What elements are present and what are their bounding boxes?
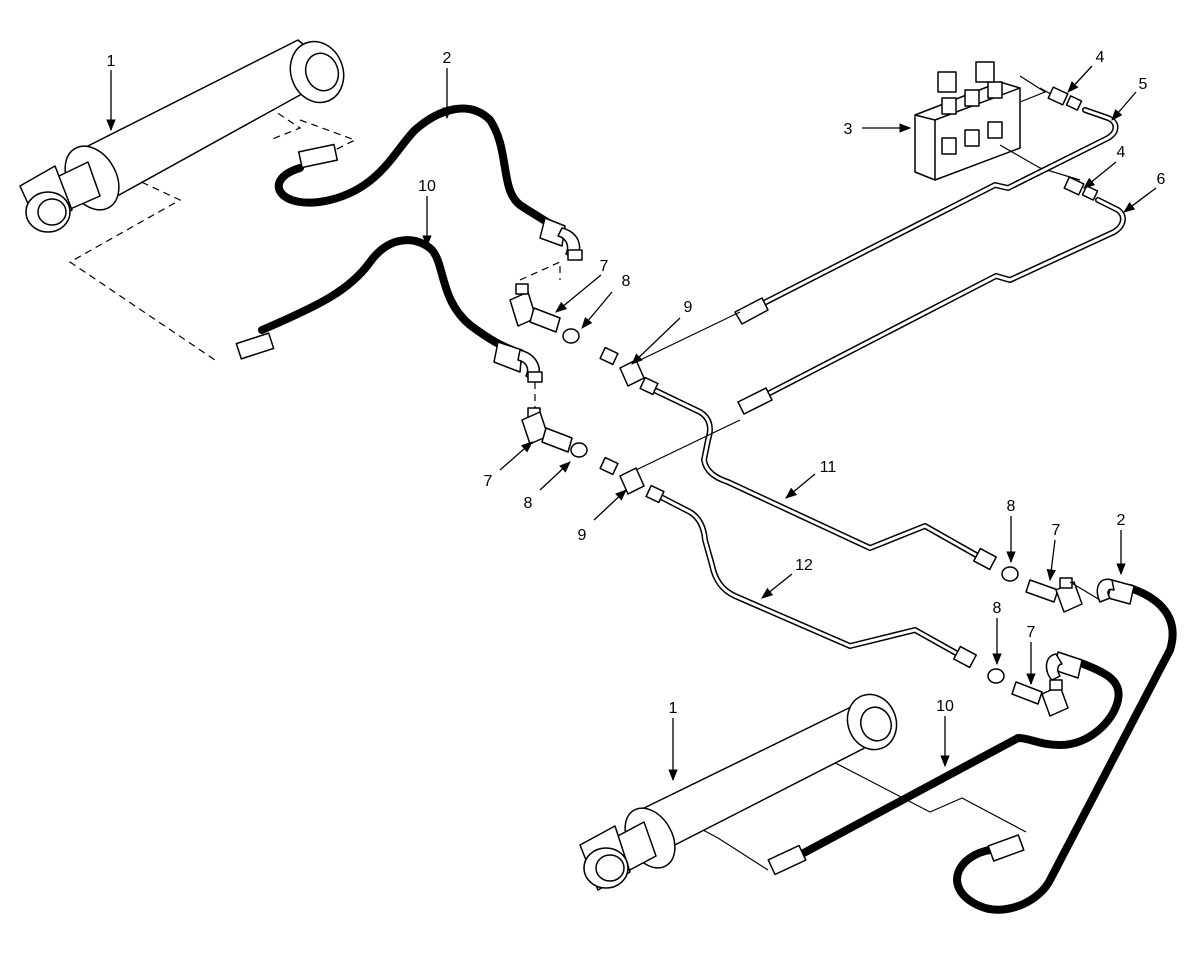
hose-right	[953, 578, 1177, 914]
hose-10-top	[235, 236, 543, 408]
callout-label: 8	[622, 273, 631, 290]
washer-mid	[570, 442, 588, 458]
callout-label: 2	[443, 50, 452, 67]
callout-label: 7	[484, 473, 493, 490]
callout-label: 9	[578, 527, 587, 544]
hydraulic-cylinder-bottom	[579, 693, 1027, 891]
callout-label: 5	[1139, 76, 1148, 93]
control-valve	[914, 61, 1081, 181]
callout-label: 1	[107, 53, 116, 70]
callout-label: 8	[524, 495, 533, 512]
callout-label: 6	[1157, 171, 1166, 188]
tube-11	[647, 385, 997, 571]
callout-label: 12	[795, 557, 813, 574]
callout-label: 4	[1096, 49, 1105, 66]
callout-label: 8	[1007, 498, 1016, 515]
callout-label: 3	[844, 121, 853, 138]
callout-leaders	[106, 65, 1157, 782]
tee-fitting-lower	[599, 419, 741, 504]
elbow-fitting-upper	[509, 261, 561, 333]
hose-top	[274, 104, 583, 261]
washer-right-lower	[987, 668, 1005, 684]
callout-label: 4	[1117, 144, 1126, 161]
tube-6	[737, 197, 1126, 415]
callout-label: 7	[1052, 522, 1061, 539]
hose-10-bottom	[767, 651, 1123, 876]
tube-5	[734, 107, 1119, 325]
callout-label: 1	[669, 700, 678, 717]
elbow-fitting-right-upper	[1025, 577, 1101, 613]
tube-12	[652, 491, 977, 669]
callout-label: 10	[936, 698, 954, 715]
callout-label: 7	[600, 258, 609, 275]
elbow-fitting-mid	[521, 407, 573, 453]
callout-label: 9	[684, 299, 693, 316]
hydraulic-cylinder-top	[19, 39, 357, 361]
callout-label: 7	[1027, 624, 1036, 641]
callout-labels: 1 2 3 4 5 4 6 10 7 8 9 7 8 9 11 8 7 2 12…	[107, 49, 1166, 717]
callout-label: 2	[1117, 512, 1126, 529]
callout-label: 8	[993, 600, 1002, 617]
tee-fitting-upper	[599, 311, 741, 396]
elbow-fitting-right-lower	[1011, 679, 1069, 717]
washer-right-upper	[1001, 566, 1019, 582]
washer-upper	[562, 328, 580, 344]
adapter-upper	[1039, 86, 1083, 111]
callout-label: 10	[418, 178, 436, 195]
callout-label: 11	[820, 459, 837, 476]
